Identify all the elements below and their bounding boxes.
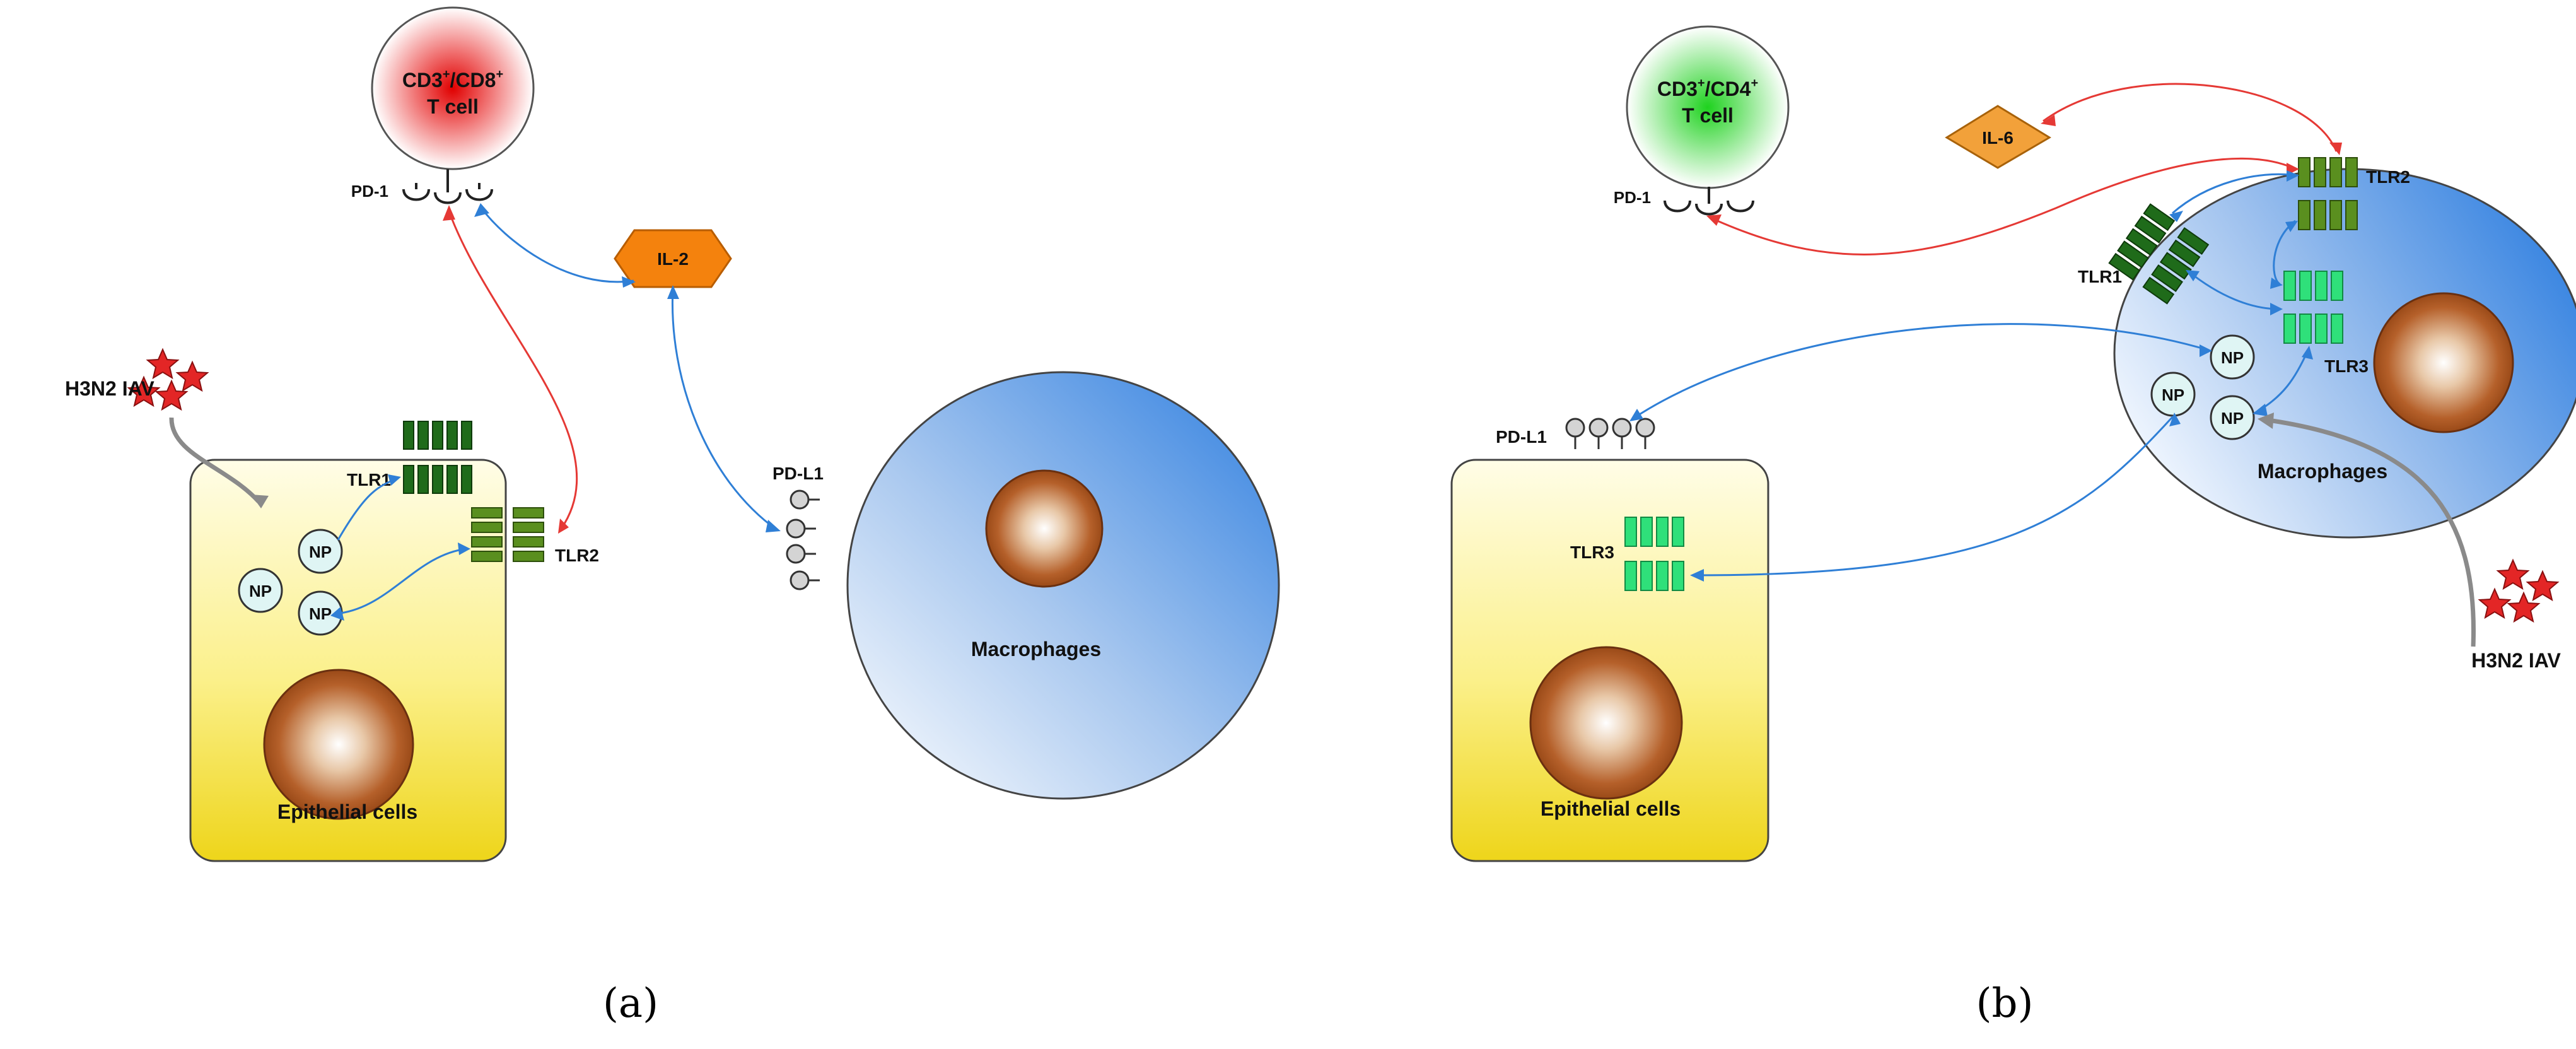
tlr2-label-b: TLR2 <box>2366 167 2410 187</box>
np-b-3: NP <box>2210 395 2255 440</box>
tlr3-label-mac: TLR3 <box>2324 356 2369 376</box>
arrow-il6-tlr2 <box>2043 83 2338 152</box>
pdl1-a <box>786 489 821 590</box>
macrophage-a: Macrophages <box>846 371 1280 800</box>
tlr1-label-a: TLR1 <box>347 470 391 489</box>
tlr3-receptor-mac <box>2283 271 2343 344</box>
np-a-1: NP <box>298 529 343 574</box>
tlr3-label-epi: TLR3 <box>1570 542 1614 562</box>
np-b-2: NP <box>2150 372 2196 417</box>
tlr1-label-b: TLR1 <box>2078 267 2122 286</box>
t-cell-cd4-label-2: T cell <box>1682 104 1734 127</box>
np-label: NP <box>2221 409 2244 428</box>
epithelial-label-a: Epithelial cells <box>277 800 417 823</box>
np-label: NP <box>309 604 332 623</box>
il6-diamond: IL-6 <box>1945 105 2051 169</box>
t-cell-cd8: CD3+/CD8+ T cell PD-1 <box>351 6 535 204</box>
arrows-a <box>169 206 778 614</box>
arrow-tlr2-tlr3 <box>2273 220 2296 285</box>
pd1-label: PD-1 <box>351 182 388 201</box>
macrophage-b: Macrophages <box>2113 168 2576 539</box>
il2-label: IL-2 <box>657 249 689 269</box>
np-label: NP <box>249 582 272 601</box>
np-a-3: NP <box>298 590 343 636</box>
epithelial-cell-b: Epithelial cells <box>1450 459 1769 862</box>
macrophage-label-b: Macrophages <box>2258 460 2387 483</box>
pd1-label-b: PD-1 <box>1614 188 1651 207</box>
arrow-pd1-tlr2 <box>448 211 578 529</box>
tlr3-receptor-epi <box>1624 517 1684 591</box>
panel-a: CD3+/CD8+ T cell PD-1 IL-2 H3N2 IAV <box>65 6 1280 1027</box>
np-label: NP <box>2221 348 2244 367</box>
caption-a: (a) <box>603 980 658 1027</box>
virus-stars-b <box>2479 560 2558 622</box>
t-cell-cd8-label: CD3+/CD8+ <box>402 67 503 91</box>
pdl1-b <box>1565 418 1655 450</box>
pdl1-label-b: PD-L1 <box>1496 427 1547 447</box>
arrow-np-tlr2 <box>340 548 467 614</box>
arrow-virus-np-b <box>2263 417 2476 647</box>
pdl1-label-a: PD-L1 <box>772 464 824 483</box>
np-b-1: NP <box>2210 334 2255 380</box>
t-cell-cd8-label-2: T cell <box>427 95 479 118</box>
epithelial-cell-a: Epithelial cells <box>189 459 507 862</box>
macrophage-label-a: Macrophages <box>971 638 1101 660</box>
arrow-np-tlr3-epi <box>1694 415 2174 577</box>
tlr2-receptor-b <box>2298 157 2358 230</box>
np-label: NP <box>309 542 332 561</box>
t-cell-cd4-label: CD3+/CD4+ <box>1657 76 1758 100</box>
arrowheads-a <box>251 203 781 621</box>
tlr1-receptor-a <box>403 421 472 494</box>
arrow-tlr1-tlr2 <box>2172 173 2296 214</box>
virus-label-a: H3N2 IAV <box>65 377 154 400</box>
tlr2-label-a: TLR2 <box>555 546 599 565</box>
caption-b: (b) <box>1976 980 2034 1027</box>
arrow-il2-pdl1 <box>671 288 778 531</box>
arrow-virus-np <box>169 417 260 503</box>
arrowheads-b <box>1629 115 2342 582</box>
arrow-pd1-tlr2 <box>1710 157 2296 255</box>
il2-hexagon: IL-2 <box>614 229 732 288</box>
np-label: NP <box>2162 385 2184 404</box>
pd1-receptors <box>402 169 493 204</box>
tlr2-receptor-a <box>471 507 544 562</box>
t-cell-cd4: CD3+/CD4+ T cell PD-1 <box>1614 25 1790 216</box>
arrow-tlr1-tlr3 <box>2188 270 2280 310</box>
arrows-b <box>1634 83 2476 647</box>
virus-label-b: H3N2 IAV <box>2471 649 2561 672</box>
tlr1-receptor-b <box>2108 203 2210 305</box>
arrow-pd1-il2 <box>479 206 634 283</box>
panel-b: CD3+/CD4+ T cell PD-1 IL-6 Macrophages <box>1450 25 2576 1027</box>
arrow-np-pdl1 <box>1634 323 2211 419</box>
il6-label: IL-6 <box>1982 128 2014 148</box>
np-a-2: NP <box>238 568 283 613</box>
pd1-receptors-b <box>1664 187 1754 216</box>
epithelial-label-b: Epithelial cells <box>1541 797 1681 820</box>
